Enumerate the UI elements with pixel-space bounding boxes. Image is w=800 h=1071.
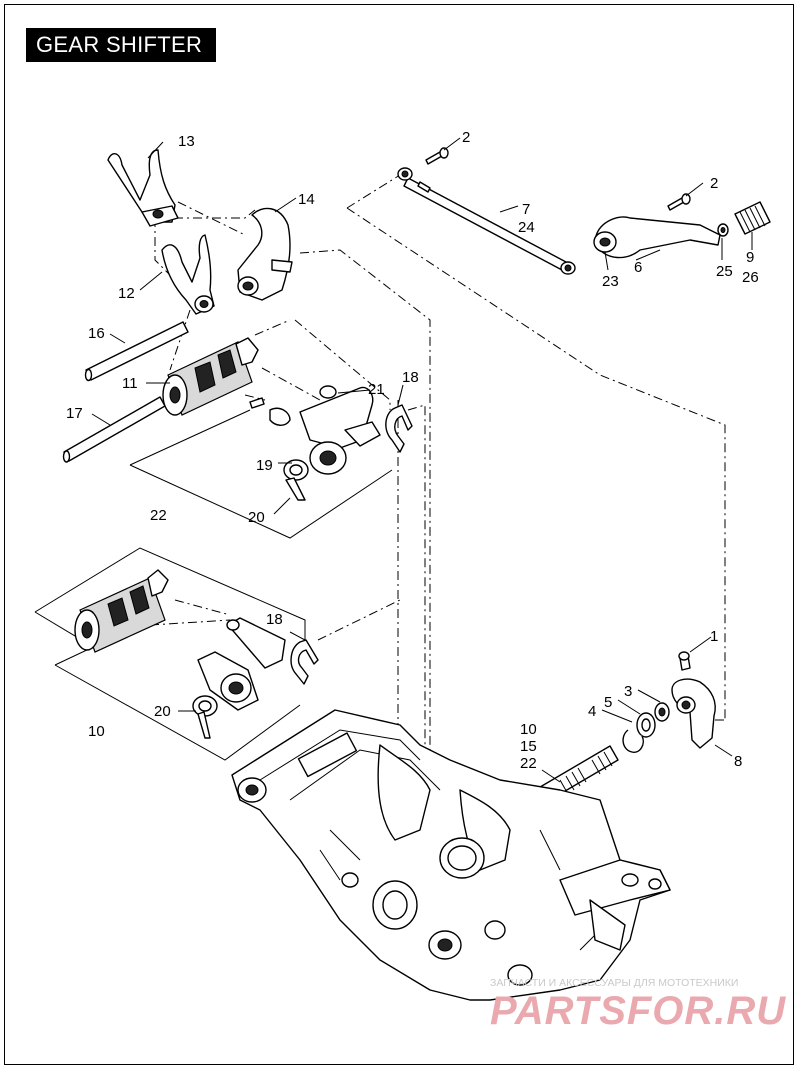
leader-lines	[91, 137, 753, 783]
washer-25	[717, 223, 729, 237]
shift-fork-14	[237, 207, 293, 301]
callout-1: 1	[710, 628, 718, 645]
callout-8: 8	[734, 753, 742, 770]
callout-3: 3	[624, 683, 632, 700]
shift-fork-13	[107, 149, 179, 227]
callout-24: 24	[518, 219, 535, 236]
callout-20-upper: 20	[248, 509, 265, 526]
callout-18-lower: 18	[266, 611, 283, 628]
callout-5: 5	[604, 694, 612, 711]
fork-shaft-16	[84, 321, 189, 382]
callout-21: 21	[368, 381, 385, 398]
callout-23: 23	[602, 273, 619, 290]
callout-10-group: 10	[88, 723, 105, 740]
callout-19: 19	[256, 457, 273, 474]
diagram-frame	[4, 4, 794, 1065]
shaft-lever-8	[671, 678, 716, 749]
screw-2-upper	[425, 147, 449, 165]
callout-15: 15	[520, 738, 537, 755]
callout-11: 11	[122, 375, 138, 392]
shifter-assembly-10	[74, 569, 286, 739]
callout-10-shaft: 10	[520, 721, 537, 738]
spring-clip-18-lower	[290, 639, 319, 685]
callout-17: 17	[66, 405, 83, 422]
callout-12: 12	[118, 285, 135, 302]
callout-22-shaft: 22	[520, 755, 537, 772]
screw-1	[678, 651, 691, 671]
callout-26: 26	[742, 269, 759, 286]
crankcase	[231, 709, 671, 1001]
spring-clip-18-upper	[385, 404, 413, 453]
shift-peg-9	[734, 201, 771, 235]
screw-2-lower	[667, 193, 691, 211]
callout-7: 7	[522, 201, 530, 218]
watermark-brand: PARTSFOR.RU	[490, 989, 786, 1033]
callout-18-upper: 18	[402, 369, 419, 386]
callout-6: 6	[634, 259, 642, 276]
shift-lever-6	[593, 216, 721, 259]
callout-22-upper: 22	[150, 507, 167, 524]
callout-13: 13	[178, 133, 195, 150]
callout-2-lower: 2	[710, 175, 718, 192]
callout-14: 14	[298, 191, 315, 208]
page-title: GEAR SHIFTER	[26, 28, 216, 62]
callout-20-lower: 20	[154, 703, 171, 720]
watermark: ЗАПЧАСТИ И АКСЕССУАРЫ ДЛЯ МОТОТЕХНИКИ PA…	[490, 977, 786, 1033]
callout-16: 16	[88, 325, 105, 342]
shift-rod-7	[397, 167, 576, 275]
shift-drum-11	[162, 337, 259, 416]
callout-25: 25	[716, 263, 733, 280]
callout-9: 9	[746, 249, 754, 266]
callout-labels: 13 14 12 16 11 17 21 18 19 20 22 2 2 7 2…	[66, 129, 759, 772]
retaining-ring-4	[622, 729, 644, 753]
shift-fork-12	[161, 234, 215, 315]
washer-5	[636, 712, 656, 738]
seal-3	[654, 702, 670, 722]
callout-2-upper: 2	[462, 129, 470, 146]
watermark-tagline: ЗАПЧАСТИ И АКСЕССУАРЫ ДЛЯ МОТОТЕХНИКИ	[490, 977, 738, 989]
callout-4: 4	[588, 703, 596, 720]
shifter-cam-upper	[249, 385, 381, 501]
